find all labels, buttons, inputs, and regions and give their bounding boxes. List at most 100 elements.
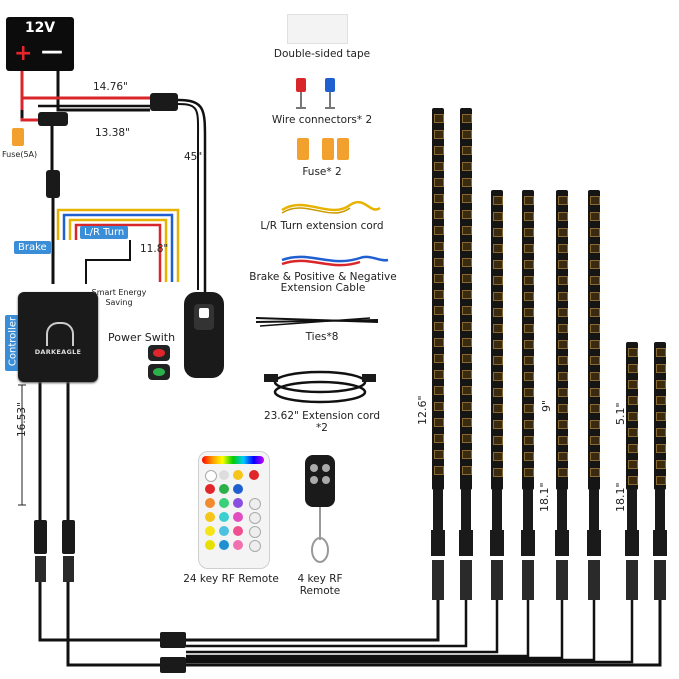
led-chip-icon	[434, 402, 444, 411]
led-chip-icon	[656, 428, 666, 437]
led-chip-icon	[524, 308, 534, 317]
led-strip	[556, 190, 568, 490]
led-chip-icon	[524, 436, 534, 445]
led-chip-icon	[434, 274, 444, 283]
led-chip-icon	[434, 466, 444, 475]
ties-label: Ties*8	[305, 331, 339, 343]
eagle-logo-icon	[46, 322, 74, 346]
led-chip-icon	[493, 292, 503, 301]
led-chip-icon	[493, 260, 503, 269]
led-chip-icon	[434, 418, 444, 427]
led-strip	[522, 190, 534, 490]
led-chip-icon	[558, 292, 568, 301]
led-chip-icon	[434, 386, 444, 395]
remote-button-icon	[233, 512, 243, 522]
led-chip-icon	[590, 260, 600, 269]
led-chip-icon	[524, 452, 534, 461]
led-chip-icon	[524, 276, 534, 285]
led-chip-icon	[493, 356, 503, 365]
led-chip-icon	[524, 356, 534, 365]
led-chip-icon	[590, 388, 600, 397]
remote-button-icon	[249, 526, 261, 538]
led-chip-icon	[434, 178, 444, 187]
led-chip-icon	[493, 196, 503, 205]
led-chip-icon	[493, 420, 503, 429]
brake-tag: Brake	[14, 241, 51, 254]
led-chip-icon	[558, 196, 568, 205]
led-chip-icon	[558, 212, 568, 221]
led-chip-icon	[558, 276, 568, 285]
length-d: 11.8"	[140, 243, 169, 255]
rf4-remote-label: 4 key RF Remote	[297, 573, 343, 597]
battery: 12V + —	[6, 17, 74, 71]
led-chip-icon	[493, 228, 503, 237]
remote-button-icon	[249, 470, 259, 480]
remote-button-icon	[219, 484, 229, 494]
led-chip-icon	[558, 260, 568, 269]
strip-cable-length-1: 18.1"	[538, 482, 551, 512]
led-chip-icon	[628, 428, 638, 437]
led-chip-icon	[434, 210, 444, 219]
led-chip-icon	[590, 212, 600, 221]
led-chip-icon	[462, 114, 472, 123]
power-switch-label: Power Swith	[108, 331, 176, 344]
led-chip-icon	[558, 340, 568, 349]
led-chip-icon	[524, 340, 534, 349]
led-chip-icon	[462, 290, 472, 299]
led-chip-icon	[524, 388, 534, 397]
led-chip-icon	[656, 364, 666, 373]
led-chip-icon	[462, 162, 472, 171]
led-chip-icon	[628, 460, 638, 469]
led-chip-icon	[493, 212, 503, 221]
led-chip-icon	[558, 308, 568, 317]
led-chip-icon	[590, 404, 600, 413]
tape-label: Double-sided tape	[273, 48, 371, 60]
led-chip-icon	[493, 436, 503, 445]
led-chip-icon	[524, 196, 534, 205]
tape-icon	[287, 14, 348, 44]
led-chip-icon	[434, 290, 444, 299]
led-chip-icon	[590, 420, 600, 429]
led-chip-icon	[524, 324, 534, 333]
led-chip-icon	[493, 308, 503, 317]
remote-button-icon	[233, 470, 243, 480]
led-chip-icon	[434, 354, 444, 363]
led-chip-icon	[462, 450, 472, 459]
remote-button-icon	[205, 540, 215, 550]
led-chip-icon	[434, 226, 444, 235]
led-strip	[626, 342, 638, 490]
led-chip-icon	[590, 340, 600, 349]
led-chip-icon	[462, 418, 472, 427]
lr-extension-label: L/R Turn extension cord	[260, 220, 384, 232]
remote-button-icon	[205, 526, 215, 536]
led-chip-icon	[434, 242, 444, 251]
fuse-label: Fuse(5A)	[2, 150, 38, 159]
controller-tag: Controller	[5, 315, 19, 371]
led-chip-icon	[434, 370, 444, 379]
led-chip-icon	[462, 242, 472, 251]
remote-button-icon	[219, 540, 229, 550]
remote-button-icon	[219, 526, 229, 536]
led-chip-icon	[493, 452, 503, 461]
remote-button-icon	[233, 526, 243, 536]
led-chip-icon	[656, 460, 666, 469]
led-chip-icon	[434, 258, 444, 267]
remote-button-icon	[205, 484, 215, 494]
led-chip-icon	[462, 386, 472, 395]
led-chip-icon	[462, 178, 472, 187]
led-chip-icon	[493, 276, 503, 285]
brake-cable-label: Brake & Positive & Negative Extension Ca…	[249, 271, 397, 294]
led-chip-icon	[590, 468, 600, 477]
led-chip-icon	[590, 452, 600, 461]
led-chip-icon	[656, 412, 666, 421]
led-chip-icon	[462, 402, 472, 411]
led-chip-icon	[590, 308, 600, 317]
led-chip-icon	[590, 276, 600, 285]
length-a: 14.76"	[93, 81, 128, 93]
led-chip-icon	[434, 146, 444, 155]
led-chip-icon	[524, 468, 534, 477]
led-chip-icon	[462, 130, 472, 139]
led-chip-icon	[462, 322, 472, 331]
remote-button-icon	[219, 470, 229, 480]
remote-button-icon	[205, 498, 215, 508]
